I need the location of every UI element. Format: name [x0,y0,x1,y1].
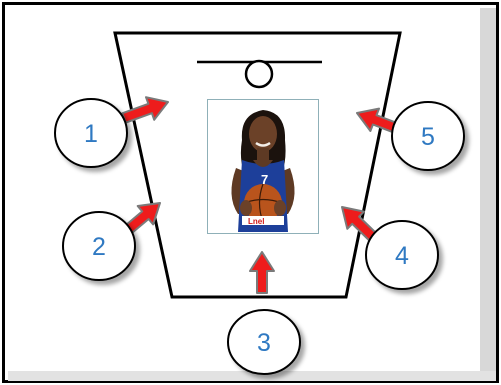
frame-shadow-bottom [8,371,496,381]
position-circle-3 [227,309,301,375]
jersey-sponsor: Lnel [248,217,264,226]
position-4: 4 [365,220,439,290]
position-5: 5 [391,101,465,171]
arrow-3 [249,251,275,294]
arrow-5 [356,107,399,134]
position-3: 3 [227,309,301,375]
position-label-2: 2 [92,233,106,261]
hoop [244,59,274,89]
position-circle-2 [62,211,136,281]
position-1: 1 [54,98,128,168]
position-circles: 1 2 3 4 5 [54,98,465,375]
player-photo: 7 Lnel [207,99,319,234]
player-photo-art: 7 Lnel [208,100,318,233]
position-2: 2 [62,211,136,281]
position-circle-5 [391,101,465,171]
position-label-1: 1 [84,120,98,148]
basketball [244,184,282,222]
frame-shadow [480,8,496,381]
jersey-number: 7 [261,172,268,187]
position-circle-4 [365,220,439,290]
position-label-4: 4 [395,242,409,270]
arrow-1 [121,96,169,124]
position-circle-1 [54,98,128,168]
position-label-3: 3 [257,329,271,357]
position-label-5: 5 [421,123,435,151]
